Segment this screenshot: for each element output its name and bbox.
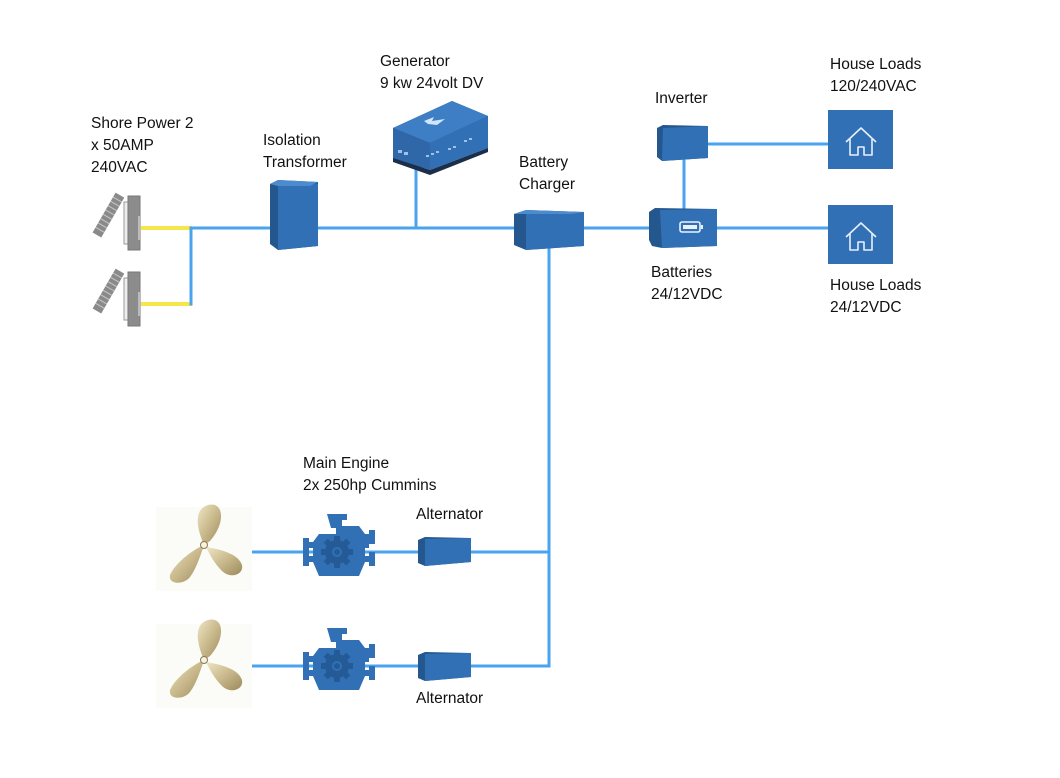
inverter-box-icon — [657, 125, 708, 161]
shore-power-plug-icon — [92, 192, 141, 251]
house-loads-ac-label: House Loads 120/240VAC — [830, 56, 922, 95]
propeller-icon — [156, 504, 252, 591]
house-icon — [845, 127, 877, 156]
house-icon — [845, 222, 877, 251]
shore-power-label: Shore Power 2 x 50AMP 240VAC — [91, 115, 194, 176]
propeller-icon — [156, 619, 252, 708]
engine-icon — [303, 514, 375, 576]
wires — [138, 142, 830, 668]
battery-icon — [649, 208, 717, 248]
gear-icon — [321, 536, 353, 568]
alternator-bus-wire — [468, 246, 551, 668]
house-loads-dc-tile — [828, 205, 893, 264]
shore-power-plug-icon — [92, 268, 141, 327]
main-engine-label: Main Engine 2x 250hp Cummins — [303, 455, 437, 494]
house-loads-ac-tile — [828, 110, 893, 169]
transformer-box-icon — [270, 180, 318, 250]
isolation-transformer-label: Isolation Transformer — [263, 132, 347, 171]
battery-charger-label: Battery Charger — [519, 154, 575, 193]
charger-box-icon — [514, 210, 584, 250]
generator-icon — [393, 101, 488, 175]
shore-bus-wire — [189, 226, 518, 306]
lightning-icon — [424, 117, 445, 125]
alternator-1-label: Alternator — [416, 506, 484, 523]
generator-label: Generator 9 kw 24volt DV — [380, 53, 484, 92]
alternator-2-label: Alternator — [416, 690, 484, 707]
engine-icon — [303, 628, 375, 690]
alternator-box-icon — [418, 537, 471, 566]
inverter-label: Inverter — [655, 90, 708, 107]
batteries-label: Batteries 24/12VDC — [651, 264, 723, 303]
gear-icon — [321, 650, 353, 682]
house-loads-dc-label: House Loads 24/12VDC — [830, 277, 922, 316]
alternator-box-icon — [418, 652, 471, 681]
